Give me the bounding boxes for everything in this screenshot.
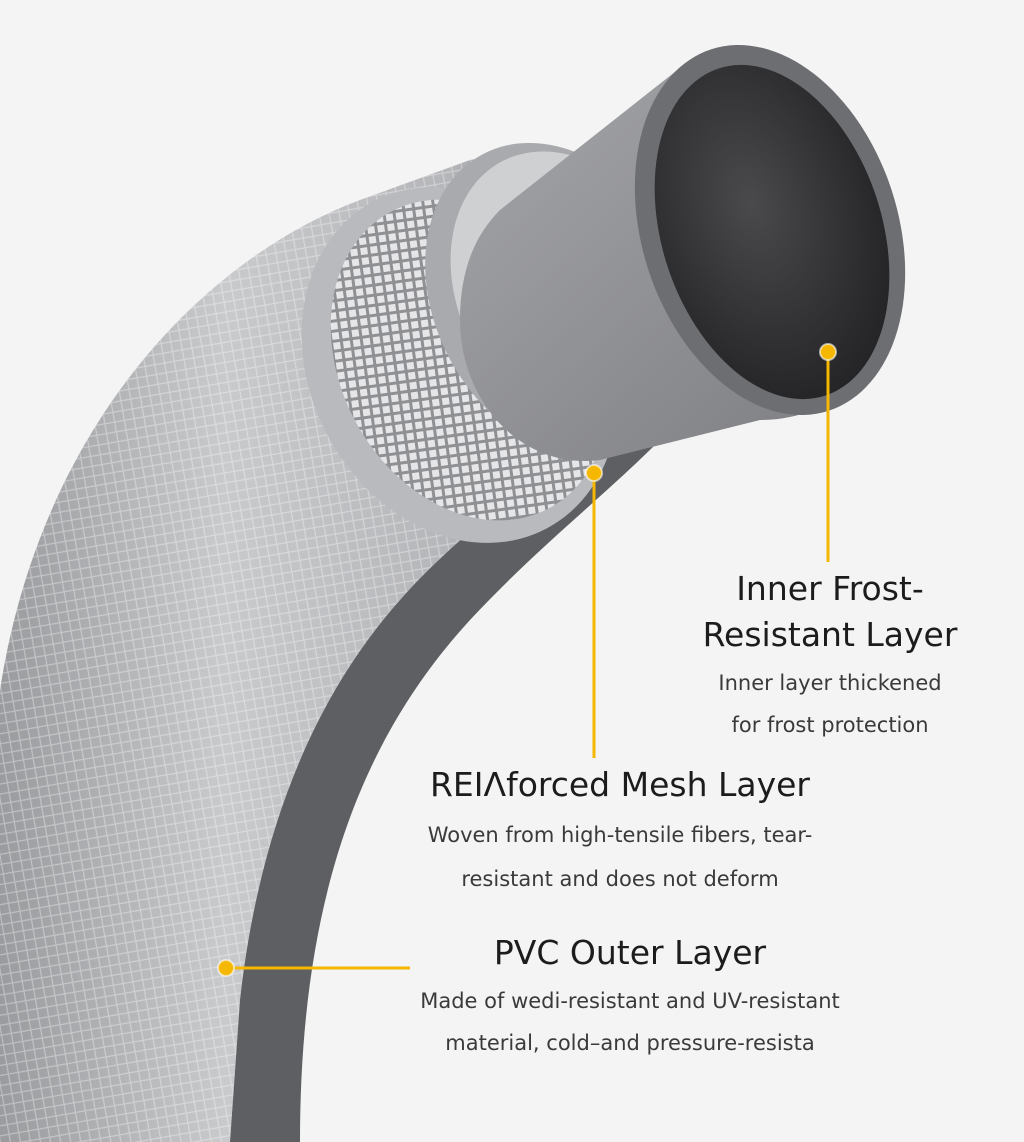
callout-mesh-layer: REIɅforced Mesh Layer Woven from high-te… <box>380 762 860 896</box>
mesh-layer-desc-line2: resistant and does not deform <box>461 867 779 891</box>
inner-layer-desc-line1: Inner layer thickened <box>718 671 942 695</box>
pvc-layer-title: PVC Outer Layer <box>493 933 767 972</box>
callout-inner-layer: Inner Frost- Resistant Layer Inner layer… <box>660 566 1000 742</box>
leader-lines <box>217 343 837 977</box>
inner-layer-desc-line2: for frost protection <box>731 713 929 737</box>
pvc-layer-desc-line1: Made of wedi-resistant and UV-resistant <box>420 989 840 1013</box>
callout-pvc-layer: PVC Outer Layer Made of wedi-resistant a… <box>380 930 880 1060</box>
inner-layer-title-line1: Inner Frost- <box>736 569 924 608</box>
mesh-layer-title: REIɅforced Mesh Layer <box>430 765 810 804</box>
marker-dot-pvc <box>217 959 235 977</box>
inner-layer-title-line2: Resistant Layer <box>702 615 958 654</box>
inner-tube <box>460 45 906 461</box>
mesh-layer-desc-line1: Woven from high-tensile fibers, tear- <box>427 823 813 847</box>
marker-dot-mesh <box>585 464 603 482</box>
pvc-layer-desc-line2: material, cold–and pressure-resista <box>445 1031 815 1055</box>
marker-dot-inner <box>819 343 837 361</box>
